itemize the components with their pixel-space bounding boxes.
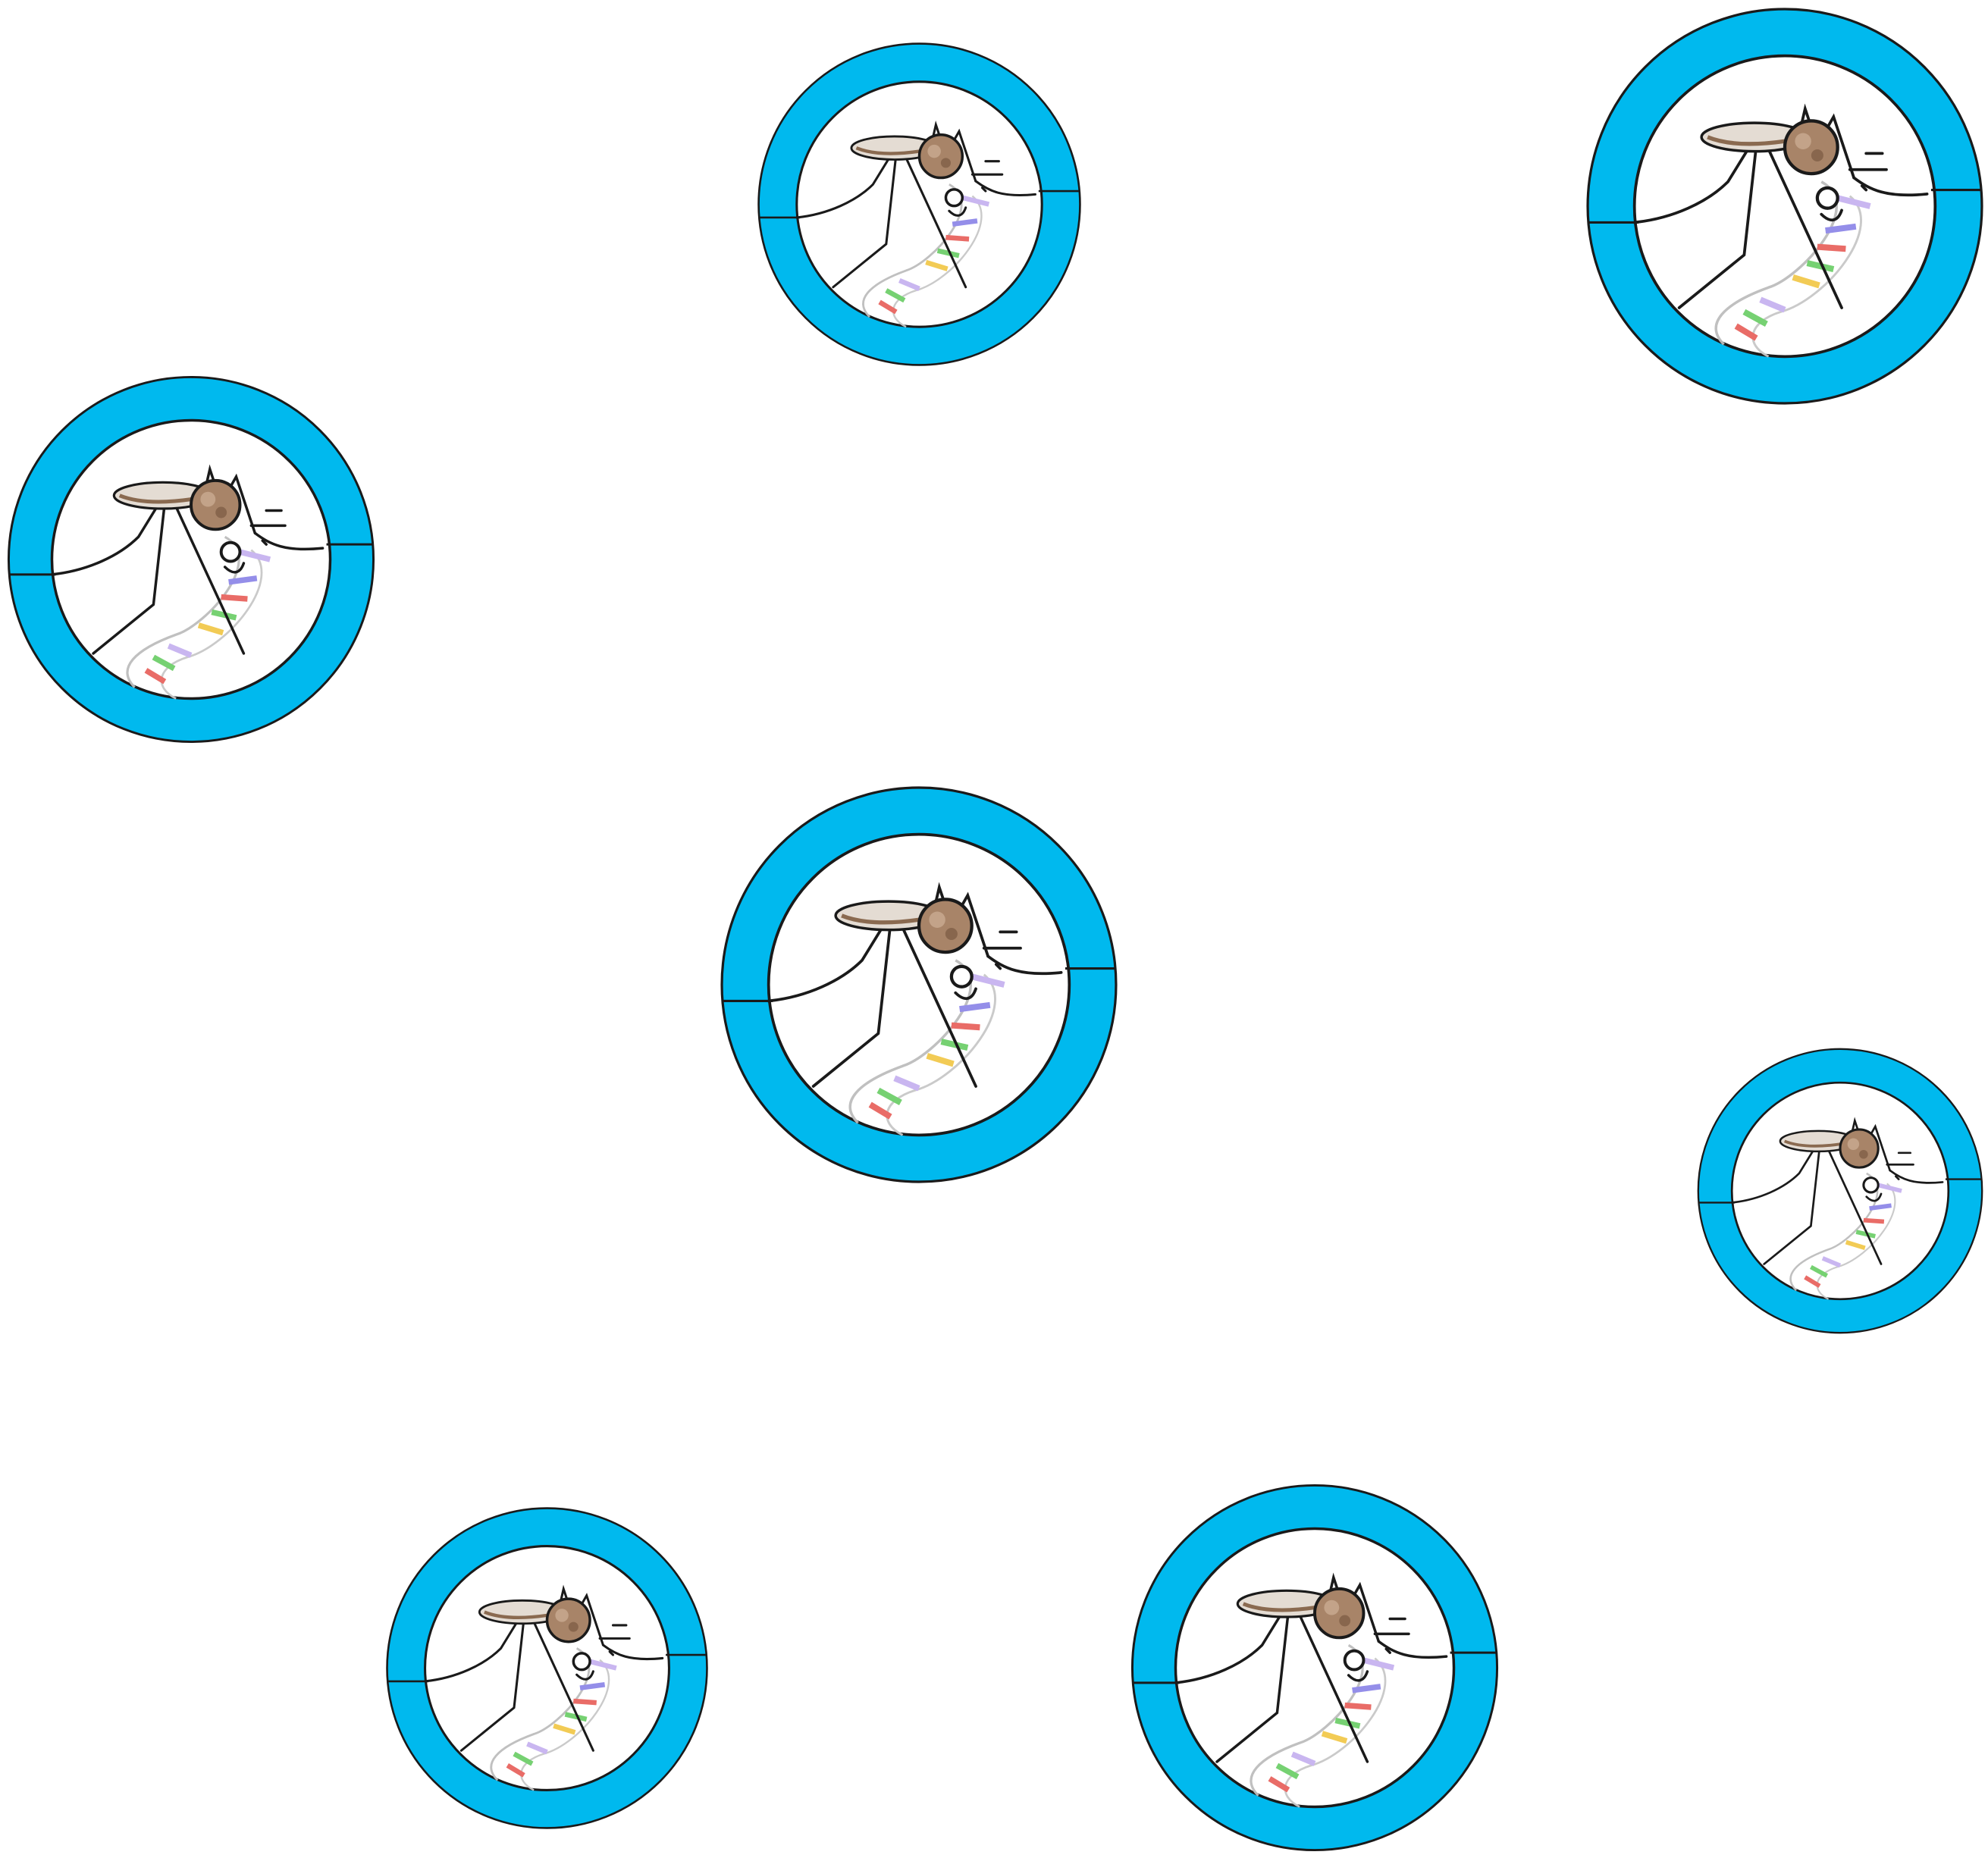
mosquito-dna-badge-icon xyxy=(382,1503,712,1833)
mosquito-dna-badge-icon xyxy=(716,782,1122,1188)
mosquito-dna-badge-icon xyxy=(754,39,1085,370)
mosquito-dna-badge-icon xyxy=(1582,3,1988,409)
mosquito-dna-badge-icon xyxy=(3,371,379,747)
mosquito-dna-badge-icon xyxy=(1694,1045,1986,1337)
mosquito-dna-badge-icon xyxy=(1127,1480,1503,1856)
